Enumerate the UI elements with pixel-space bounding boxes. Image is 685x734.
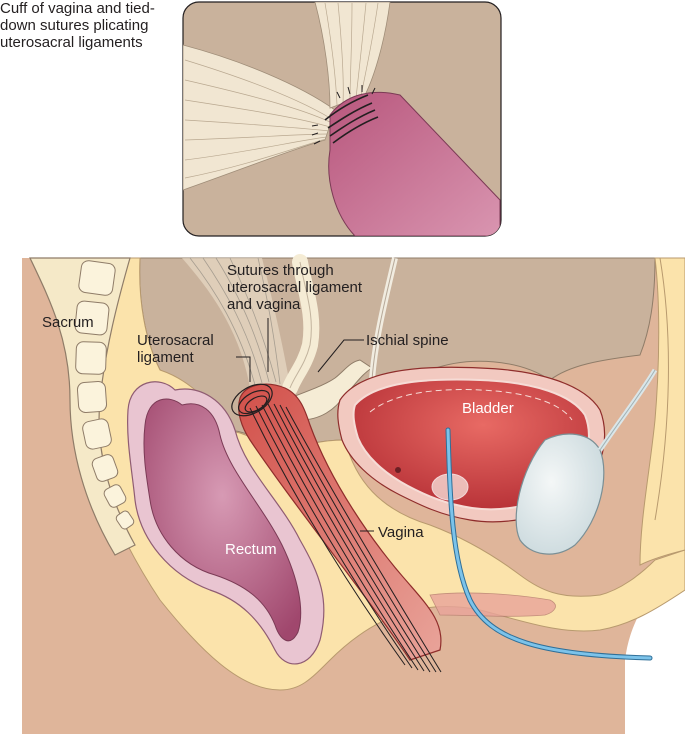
inset-left-ligament xyxy=(183,44,336,191)
inset-panel xyxy=(182,1,502,237)
label-ischial-spine: Ischial spine xyxy=(366,332,449,349)
label-vagina: Vagina xyxy=(378,524,424,541)
abdominal-wall-line xyxy=(654,257,669,521)
pubic-symphysis xyxy=(515,433,605,555)
leader-uterosacral xyxy=(236,356,251,382)
inset-sutures xyxy=(324,94,379,144)
label-bladder: Bladder xyxy=(462,400,514,417)
label-sacrum: Sacrum xyxy=(42,314,94,331)
pelvis-section xyxy=(22,254,685,734)
label-sutures: Sutures through uterosacral ligament and… xyxy=(227,262,363,313)
rectum xyxy=(127,381,325,665)
inset-vaginal-cuff xyxy=(328,91,501,236)
label-rectum: Rectum xyxy=(225,541,277,558)
inset-caption: Cuff of vagina and tied- down sutures pl… xyxy=(0,0,155,51)
leader-ischial-spine xyxy=(317,339,364,373)
sacrum xyxy=(29,257,136,556)
leader-lines xyxy=(236,318,374,532)
vagina xyxy=(231,383,442,673)
ligament-sweep xyxy=(182,258,290,388)
abdominal-wall xyxy=(639,257,685,566)
label-uterosacral-ligament: Uterosacral ligament xyxy=(137,332,214,366)
